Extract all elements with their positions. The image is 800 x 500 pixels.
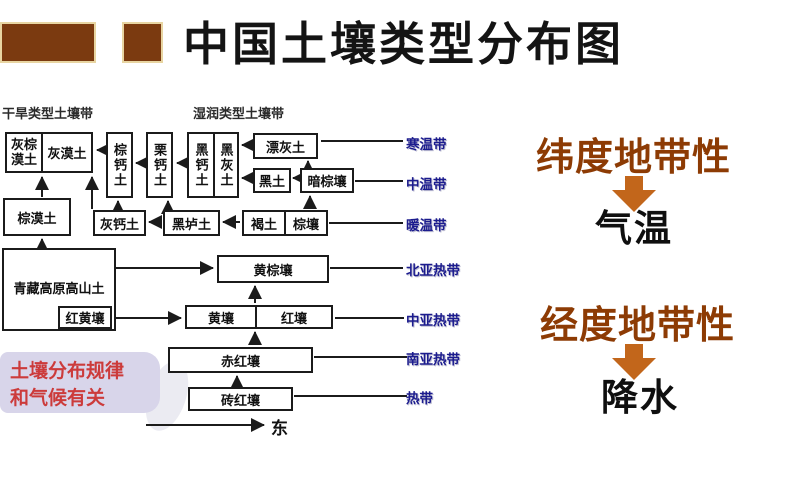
soil-box-desert-group: 灰棕漠土 灰漠土 — [5, 132, 93, 173]
dry-belt-label: 干旱类型土壤带 — [2, 106, 94, 121]
zone-label-mid-subtropical: 中亚热带 — [406, 313, 460, 328]
soil-box-cinnamon-group: 褐土 棕壤 — [242, 210, 328, 236]
soil-box-black-calcic: 黑钙土 — [193, 142, 209, 188]
humid-belt-label: 湿润类型土壤带 — [193, 106, 285, 121]
soil-box-cinnamon: 褐土 — [250, 216, 277, 232]
soil-box-yellow-brown-earth: 黄棕壤 — [217, 255, 329, 283]
soil-box-yellow-earth: 黄壤 — [207, 310, 234, 326]
latitude-result-label: 气温 — [595, 208, 673, 249]
soil-box-brown-calcic: 棕钙土 — [106, 132, 133, 198]
zone-label-tropical: 热带 — [406, 391, 433, 406]
soil-box-chestnut-calcic: 栗钙土 — [146, 132, 173, 198]
longitude-zonality-heading: 经度地带性 — [540, 305, 736, 347]
soil-box-black-gray: 黑灰土 — [213, 134, 237, 196]
page-title: 中国土壤类型分布图 — [183, 18, 624, 70]
east-direction-label: 东 — [271, 419, 288, 438]
soil-box-lateritic-red-earth: 赤红壤 — [168, 347, 313, 373]
soil-box-red-yellow-earth: 红黄壤 — [58, 306, 112, 329]
note-box: 土壤分布规律 和气候有关 — [0, 352, 160, 413]
note-line-1: 土壤分布规律 — [10, 361, 125, 382]
down-arrow-icon — [612, 344, 656, 380]
soil-box-gray-desert: 灰漠土 — [41, 134, 91, 171]
soil-box-gray-brown-desert: 灰棕漠土 — [10, 136, 37, 167]
soil-box-bleached-gray: 漂灰土 — [253, 133, 318, 159]
title-bullet-small-icon — [122, 22, 163, 63]
soil-box-latosol: 砖红壤 — [188, 387, 293, 411]
down-arrow-icon — [612, 176, 656, 212]
note-line-2: 和气候有关 — [10, 387, 106, 409]
longitude-result-label: 降水 — [601, 377, 679, 418]
soil-box-gray-calcic: 灰钙土 — [93, 210, 146, 236]
soil-box-plateau-alpine: 青藏高原高山土 红黄壤 — [2, 248, 116, 331]
zone-label-north-subtropical: 北亚热带 — [406, 263, 460, 278]
soil-box-black-soil: 黑土 — [253, 168, 291, 193]
plateau-alpine-label: 青藏高原高山土 — [13, 281, 105, 296]
zone-label-cold-temperate: 寒温带 — [406, 137, 447, 152]
latitude-zonality-heading: 纬度地带性 — [536, 137, 732, 179]
zone-label-mid-temperate: 中温带 — [406, 177, 447, 192]
soil-box-black-loam: 黑垆土 — [163, 210, 220, 236]
soil-box-brown-earth: 棕壤 — [284, 212, 326, 234]
soil-box-red-earth: 红壤 — [255, 307, 331, 327]
soil-box-black-group: 黑钙土 黑灰土 — [187, 132, 239, 198]
soil-box-brown-desert: 棕漠土 — [3, 198, 71, 236]
title-bullet-large-icon — [0, 22, 96, 63]
zone-label-south-subtropical: 南亚热带 — [406, 352, 460, 367]
soil-box-dark-brown-earth: 暗棕壤 — [300, 168, 354, 193]
zone-label-warm-temperate: 暖温带 — [406, 218, 447, 233]
soil-box-yellow-red-group: 黄壤 红壤 — [185, 305, 333, 329]
